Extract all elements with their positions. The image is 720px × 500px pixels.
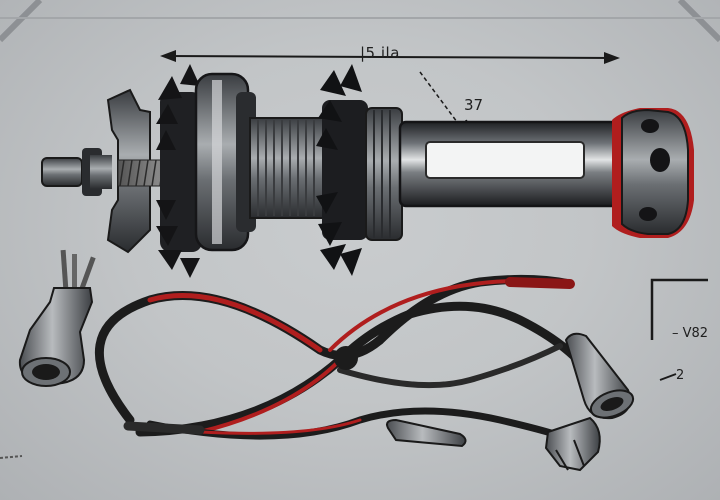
end-cap-hole-bottom bbox=[639, 207, 657, 221]
bullet-connector-right bbox=[564, 332, 635, 420]
end-cap-hole-top bbox=[641, 119, 659, 133]
gear-right bbox=[316, 64, 368, 276]
plug-connector-left bbox=[18, 249, 96, 387]
shaft-window bbox=[425, 141, 585, 179]
end-cap-hole-mid bbox=[650, 148, 670, 172]
side-label-small: 2 bbox=[676, 368, 685, 383]
gear-left bbox=[156, 64, 202, 278]
frame-corner-top-left bbox=[0, 0, 43, 43]
wiring-harness bbox=[94, 274, 605, 444]
side-label: – V82 bbox=[672, 326, 709, 341]
wire-knot bbox=[334, 346, 358, 370]
dimension-line-top bbox=[160, 50, 620, 64]
frame-corner-top-right bbox=[677, 0, 720, 43]
collar-ring bbox=[365, 107, 403, 241]
terminal-connector-bottom bbox=[386, 416, 601, 472]
end-cap bbox=[621, 108, 689, 235]
shaft-assembly bbox=[41, 64, 694, 278]
dimension-label-mid: 37 bbox=[464, 96, 484, 114]
end-nub bbox=[41, 157, 83, 187]
dimension-label-top: |5 ila bbox=[360, 44, 400, 62]
side-bracket-mark bbox=[650, 278, 708, 381]
